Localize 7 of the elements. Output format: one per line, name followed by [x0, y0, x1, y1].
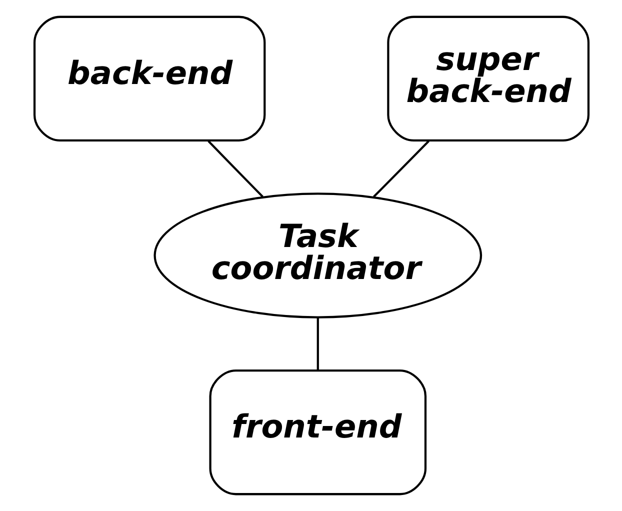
connector	[372, 140, 429, 198]
connector	[316, 318, 318, 370]
node-ellipse: Task coordinator	[153, 192, 482, 318]
connector	[207, 140, 263, 198]
node-box: front-end	[208, 369, 426, 496]
node-box: back-end	[32, 16, 266, 142]
node-box: super back-end	[386, 16, 590, 142]
